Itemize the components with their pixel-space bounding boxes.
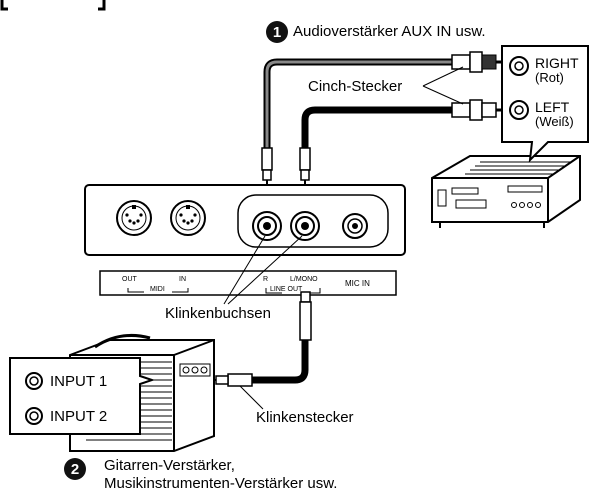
left-sub-label: (Weiß) xyxy=(535,114,574,129)
cinch-plug-upper xyxy=(451,51,503,73)
midi-out-socket xyxy=(116,200,152,236)
input-2-socket xyxy=(25,407,43,425)
line-out-r-socket xyxy=(252,211,282,241)
amp-input-callout xyxy=(9,357,156,435)
midi-in-label: IN xyxy=(179,276,186,283)
cinch-pointer-lower xyxy=(422,85,464,105)
step-2-badge: 2 xyxy=(64,458,86,480)
line-out-l-socket xyxy=(290,211,320,241)
guitar-cable xyxy=(205,291,312,387)
mic-in-socket xyxy=(342,213,368,239)
line-lmono-label: L/MONO xyxy=(290,276,318,283)
midi-out-label: OUT xyxy=(122,276,137,283)
step-2-line-2: Musikinstrumenten-Verstärker usw. xyxy=(104,475,338,492)
line-out-label: LINE OUT xyxy=(270,286,303,293)
cinch-pointer-upper xyxy=(422,66,464,87)
right-label: RIGHT xyxy=(535,55,579,71)
panel-label-strip xyxy=(99,270,397,296)
jack-plug-label: Klinkenstecker xyxy=(256,409,354,426)
step-1-badge: 1 xyxy=(266,21,288,43)
audio-receiver xyxy=(431,155,581,228)
keyboard-rear-panel xyxy=(84,184,406,256)
jack-plug-pointer xyxy=(239,385,264,410)
right-sub-label: (Rot) xyxy=(535,70,564,85)
jack-sockets-label: Klinkenbuchsen xyxy=(165,305,271,322)
right-rca-socket xyxy=(509,56,529,76)
left-label: LEFT xyxy=(535,99,570,115)
input-2-label: INPUT 2 xyxy=(50,408,108,425)
line-r-label: R xyxy=(263,276,269,283)
jack-pointer-right xyxy=(227,235,303,305)
step-2-line-1: Gitarren-Verstärker, xyxy=(104,457,235,474)
header-bracket-right xyxy=(98,0,106,11)
input-1-socket xyxy=(25,372,43,390)
cinch-plug-label: Cinch-Stecker xyxy=(308,78,403,95)
midi-in-socket xyxy=(170,200,206,236)
left-rca-socket xyxy=(509,100,529,120)
input-1-label: INPUT 1 xyxy=(50,373,108,390)
cinch-cables xyxy=(263,58,452,150)
header-bracket-left xyxy=(0,0,8,11)
mic-in-label: MIC IN xyxy=(345,279,370,288)
midi-label: MIDI xyxy=(150,286,165,293)
receiver-callout xyxy=(501,45,589,163)
step-1-text: Audioverstärker AUX IN usw. xyxy=(293,23,486,40)
jack-pointer-left xyxy=(223,235,266,305)
